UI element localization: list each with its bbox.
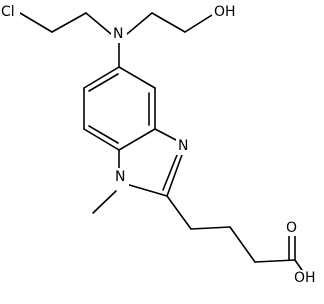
bond-c7-c8	[118, 128, 156, 151]
bond-c8-c9-inner	[88, 125, 119, 144]
bond-n-c3	[126, 12, 153, 35]
bond-c10-c5	[83, 66, 120, 89]
bond-c7-n-imid	[154, 128, 179, 142]
bond-c8-c9	[83, 128, 120, 151]
atom-labels: Cl N OH N N O OH	[0, 2, 321, 288]
bond-c10-c5-inner	[88, 73, 119, 92]
bond-ca-cb	[190, 226, 231, 230]
bond-c5-c6	[118, 66, 156, 89]
bond-c2-n	[85, 12, 112, 35]
bond-c1-c2	[51, 12, 87, 33]
bond-cl-c1	[19, 12, 53, 33]
atom-label-oh-acid: OH	[294, 270, 316, 286]
atom-label-n-imidazole: N	[178, 138, 188, 154]
atom-label-n-methyl: N	[115, 169, 125, 185]
bond-c3-c4	[151, 12, 186, 33]
bond-n-methyl-ch3	[92, 190, 117, 214]
bond-c4-oh	[184, 14, 213, 33]
atom-label-cl: Cl	[1, 4, 15, 20]
bond-n-methyl-c2	[125, 183, 168, 197]
bond-lines	[19, 12, 307, 277]
bond-n-imid-c2	[166, 151, 184, 197]
bond-c2-ca	[166, 195, 192, 230]
atom-label-o-carbonyl: O	[286, 220, 297, 236]
atom-label-n-amine: N	[113, 26, 123, 42]
bond-cb-cc	[229, 226, 256, 263]
bond-n-imid-c2-inner	[162, 154, 178, 191]
atom-label-oh-top: OH	[214, 4, 236, 20]
